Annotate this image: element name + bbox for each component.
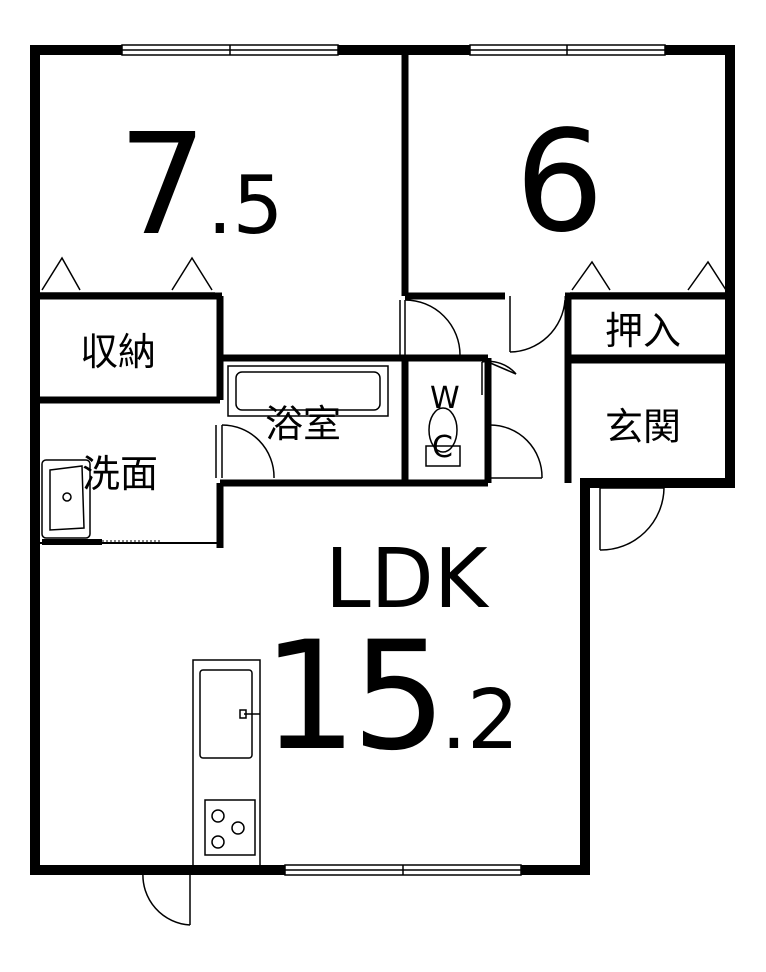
closet-label: 押入 xyxy=(605,309,681,353)
washroom-label: 洗面 xyxy=(82,452,158,496)
ldk-size: 15.2 xyxy=(262,610,519,784)
ldk-label: LDK xyxy=(325,532,490,627)
washroom-partition xyxy=(40,539,220,545)
stove xyxy=(204,799,256,856)
door-swings[interactable] xyxy=(142,296,665,926)
bedroom-large-size: 7.5 xyxy=(118,104,283,267)
entrance-label: 玄関 xyxy=(605,405,681,449)
wc-label-w: W xyxy=(430,381,460,416)
interior-walls xyxy=(35,50,730,548)
room-labels: 7.5 6 収納 押入 浴室 W C 玄関 洗面 LDK 15.2 xyxy=(80,101,681,784)
kitchen-counter xyxy=(192,659,261,867)
bedroom-small-size: 6 xyxy=(515,101,604,264)
bathtub xyxy=(227,365,389,417)
wash-basin xyxy=(41,459,91,539)
storage-label: 収納 xyxy=(80,330,156,374)
toilet xyxy=(425,407,461,467)
bath-label: 浴室 xyxy=(265,402,341,446)
windows xyxy=(121,44,666,876)
closet-doors xyxy=(40,256,727,294)
wc-label-c: C xyxy=(432,430,453,465)
